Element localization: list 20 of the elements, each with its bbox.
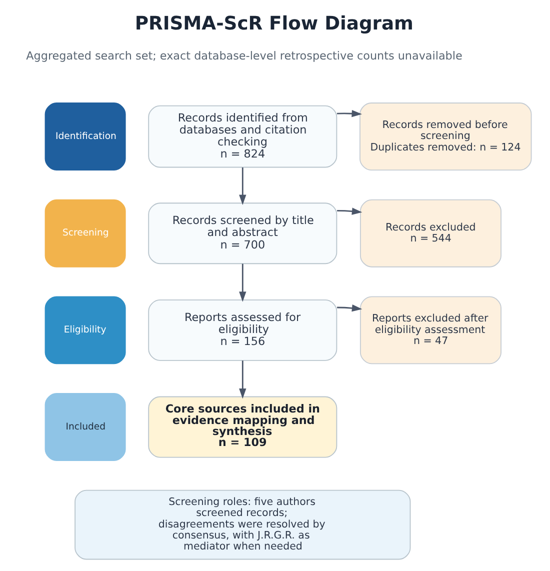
node-box: Reports assessed for eligibility n = 156 [148, 299, 338, 361]
arrow [239, 168, 246, 206]
node-box: Included [44, 393, 126, 461]
node-box: Screening [44, 199, 126, 268]
node-box: Records removed before screening Duplicates removed: n = 124 [360, 102, 532, 171]
arrow [337, 304, 362, 312]
diagram-title: PRISMA-ScR Flow Diagram [134, 13, 414, 34]
label: Aggregated search set; exact database-level retrospective counts unavailable [26, 49, 462, 62]
arrow [337, 208, 362, 215]
node-box: Reports excluded after eligibility assessment n = 47 [360, 296, 502, 364]
node-box: Core sources included in evidence mapping and synthesis n = 109 [148, 396, 338, 458]
node-box: Records screened by title and abstract n = 700 [148, 202, 338, 264]
arrow [336, 110, 362, 118]
node-box: Eligibility [44, 296, 126, 364]
arrow [239, 264, 246, 302]
node-box: Records excluded n = 544 [360, 199, 502, 268]
node-box: Records identified from databases and citation checking n = 824 [148, 105, 338, 168]
arrow [239, 360, 246, 399]
node-box: Screening roles: five authors screened records; disagreements were resolved by consensus, with J.R.G.R. as mediator when needed [74, 490, 411, 560]
node-box: Identification [44, 102, 126, 171]
